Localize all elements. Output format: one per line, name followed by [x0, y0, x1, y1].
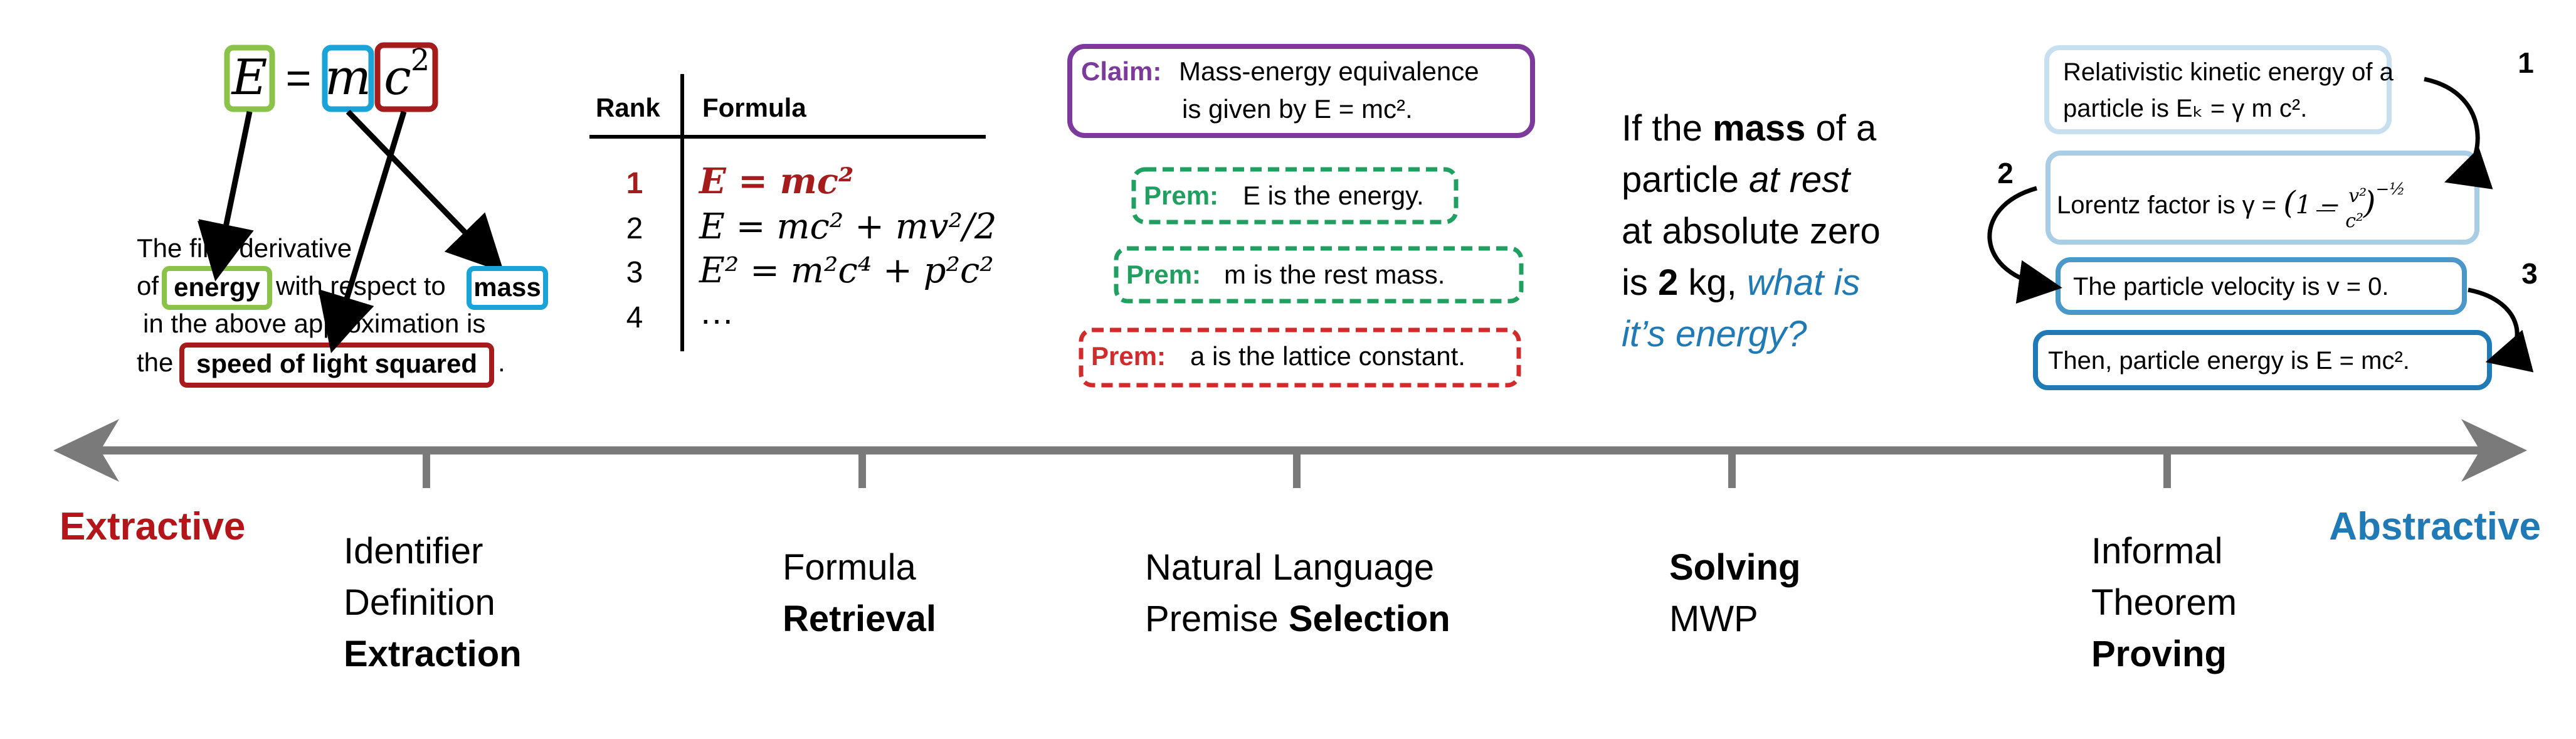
- claim-line-1: Mass-energy equivalence: [1179, 56, 1479, 86]
- task-5-line1: Informal: [2091, 531, 2223, 572]
- step-arrow-2: [1987, 186, 2062, 304]
- premise-3-label: Prem:: [1091, 341, 1166, 371]
- task-5-line3: Proving: [2091, 634, 2227, 674]
- sentence-with-respect: with respect to: [275, 271, 446, 300]
- eq-E: E: [231, 50, 268, 106]
- task-3-line2: Premise Selection: [1145, 598, 1450, 639]
- task-2-line2: Retrieval: [783, 598, 936, 639]
- task-labels: Identifier Definition Extraction Formula…: [344, 531, 2237, 674]
- abstractive-label: Abstractive: [2329, 505, 2541, 548]
- speed-phrase: speed of light squared: [196, 349, 477, 378]
- step-number-1: 1: [2518, 46, 2534, 79]
- step-arrow-3: [2468, 287, 2534, 373]
- eq-equals: =: [286, 53, 312, 102]
- mwp-line-2: particle at rest: [1622, 159, 1852, 200]
- proof-box-1: [2044, 45, 2392, 134]
- panel-formula-retrieval: Rank Formula 1 E = mc² 2 E = mc² + mv²/2…: [589, 74, 997, 351]
- mwp-line-5: it’s energy?: [1622, 314, 1807, 354]
- eq-c: c: [384, 50, 411, 106]
- claim-label: Claim:: [1081, 56, 1161, 86]
- proof-box-3-text: The particle velocity is v = 0.: [2073, 273, 2389, 300]
- proof-box-4-text: Then, particle energy is E = mc².: [2048, 347, 2410, 375]
- task-4-line1: Solving: [1669, 547, 1800, 588]
- task-2-line1: Formula: [783, 547, 916, 588]
- mwp-line-1: If the mass of a: [1622, 108, 1877, 149]
- arrow-m-to-mass: [346, 109, 504, 273]
- eq-m-box: [322, 45, 374, 112]
- spectrum-axis: Extractive Abstractive: [53, 419, 2541, 548]
- arrow-c2-tip: [319, 291, 373, 354]
- task-1-line2: Definition: [344, 582, 495, 623]
- rank-1: 1: [626, 167, 643, 200]
- energy-word: energy: [174, 272, 260, 302]
- sentence-of: of: [137, 271, 159, 300]
- rank-2: 2: [626, 212, 643, 245]
- formula-2: E = mc² + mv²/2: [699, 206, 997, 247]
- eq-superscript-2: 2: [411, 43, 430, 78]
- rank-header: Rank: [596, 93, 660, 122]
- premise-3-text: a is the lattice constant.: [1190, 341, 1465, 371]
- proof-box-1-line-2: particle is Eₖ = γ m c².: [2063, 95, 2307, 122]
- claim-line-2: is given by E = mc².: [1182, 94, 1413, 124]
- sentence-line-1: The first derivative: [137, 233, 352, 263]
- axis-left-arrowhead: [53, 419, 119, 482]
- task-4-line2: MWP: [1669, 598, 1758, 639]
- claim-box: [1067, 44, 1535, 138]
- arrow-c2-to-speed: [320, 110, 407, 352]
- premise-2-label: Prem:: [1126, 260, 1201, 289]
- formula-4: …: [699, 292, 734, 331]
- proof-box-1-line-1: Relativistic kinetic energy of a: [2063, 58, 2394, 86]
- extractive-label: Extractive: [60, 505, 245, 548]
- premise-1-text: E is the energy.: [1243, 181, 1424, 210]
- mass-word: mass: [473, 272, 541, 302]
- formula-3: E² = m²c⁴ + p²c²: [699, 250, 994, 291]
- proof-box-2: [2045, 151, 2479, 245]
- task-1-line1: Identifier: [344, 531, 483, 572]
- premise-box-2: [1114, 246, 1524, 304]
- panel-identifier-extraction: E = m c 2 The first derivative of energy…: [137, 42, 548, 388]
- step-number-2: 2: [1997, 157, 2014, 189]
- task-5-line2: Theorem: [2091, 582, 2237, 623]
- panel-theorem-proving: Relativistic kinetic energy of a particl…: [1987, 45, 2538, 390]
- formula-1: E = mc²: [698, 161, 853, 202]
- panel-solving-mwp: If the mass of a particle at rest at abs…: [1622, 108, 1881, 354]
- eq-m: m: [325, 50, 371, 106]
- step-arrow-1: [2424, 77, 2493, 189]
- panel-premise-selection: Claim: Mass-energy equivalence is given …: [1067, 44, 1535, 388]
- eq-E-box: [224, 45, 275, 112]
- mwp-line-4: is 2 kg, what is: [1622, 262, 1860, 303]
- arrow-E-tip: [197, 220, 253, 282]
- eq-c2-box: [374, 42, 438, 112]
- task-3-line1: Natural Language: [1145, 547, 1434, 588]
- step-number-3: 3: [2521, 257, 2538, 290]
- premise-2-text: m is the rest mass.: [1224, 260, 1445, 289]
- sentence-the: the: [137, 348, 173, 377]
- mass-box: [467, 266, 548, 310]
- premise-box-1: [1131, 167, 1459, 225]
- rank-3: 3: [626, 256, 643, 289]
- premise-1-label: Prem:: [1144, 181, 1218, 210]
- axis-right-arrowhead: [2461, 419, 2527, 482]
- mwp-line-3: at absolute zero: [1622, 211, 1881, 252]
- sentence-period: .: [498, 348, 505, 377]
- rank-4: 4: [626, 301, 643, 334]
- formula-header: Formula: [702, 93, 806, 122]
- sentence-line-3: in the above approximation is: [143, 309, 485, 338]
- task-1-line3: Extraction: [344, 634, 522, 674]
- premise-box-3: [1079, 327, 1521, 388]
